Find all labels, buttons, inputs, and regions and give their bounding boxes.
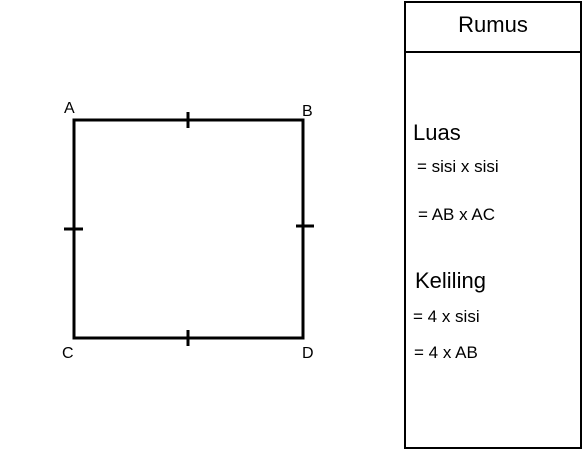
vertex-label-b: B bbox=[302, 103, 313, 120]
vertex-label-c: C bbox=[62, 345, 74, 362]
formula-panel-title: Rumus bbox=[458, 12, 528, 37]
vertex-label-d: D bbox=[302, 345, 314, 362]
vertex-label-a: A bbox=[64, 100, 75, 117]
area-heading: Luas bbox=[413, 120, 461, 145]
square-outline bbox=[72, 118, 305, 340]
perimeter-heading: Keliling bbox=[415, 268, 486, 293]
formula-panel-header: Rumus bbox=[406, 3, 580, 53]
area-formula-2: = AB x AC bbox=[418, 205, 496, 224]
area-formula-1: = sisi x sisi bbox=[417, 157, 499, 176]
perimeter-formula-1: = 4 x sisi bbox=[413, 307, 480, 326]
perimeter-formula-2: = 4 x AB bbox=[414, 343, 478, 362]
formula-panel: Rumus Luas = sisi x sisi = AB x AC Kelil… bbox=[404, 1, 582, 449]
